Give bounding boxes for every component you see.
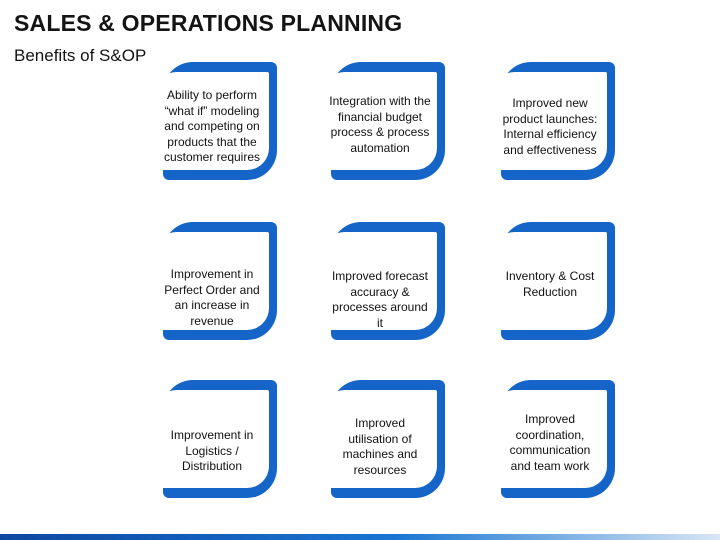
- card-face: Improved utilisation of machines and res…: [323, 390, 437, 488]
- benefit-card-product-launches: Improved new product launches: Internal …: [493, 62, 615, 180]
- benefit-card-financial-integration: Integration with the financial budget pr…: [323, 62, 445, 180]
- card-face: Improvement in Perfect Order and an incr…: [155, 232, 269, 330]
- card-label: Improvement in Perfect Order and an incr…: [164, 267, 260, 328]
- card-face: Improved coordination, communication and…: [493, 390, 607, 488]
- card-face: Improved forecast accuracy & processes a…: [323, 232, 437, 330]
- card-label: Improved coordination, communication and…: [509, 412, 591, 473]
- card-label: Improved forecast accuracy & processes a…: [331, 269, 429, 330]
- benefit-card-what-if-modeling: Ability to perform “what if” modeling an…: [155, 62, 277, 180]
- card-label: Improved utilisation of machines and res…: [342, 416, 418, 477]
- benefit-card-perfect-order: Improvement in Perfect Order and an incr…: [155, 222, 277, 340]
- card-label: Inventory & Cost Reduction: [505, 269, 595, 299]
- benefit-card-inventory-cost: Inventory & Cost Reduction: [493, 222, 615, 340]
- benefit-card-team-coordination: Improved coordination, communication and…: [493, 380, 615, 498]
- page-subtitle: Benefits of S&OP: [14, 46, 147, 65]
- card-face: Integration with the financial budget pr…: [323, 72, 437, 170]
- card-label: Improvement in Logistics / Distribution: [170, 428, 254, 473]
- card-label: Improved new product launches: Internal …: [502, 96, 598, 157]
- benefit-card-logistics: Improvement in Logistics / Distribution: [155, 380, 277, 498]
- card-face: Improvement in Logistics / Distribution: [155, 390, 269, 488]
- benefit-card-forecast-accuracy: Improved forecast accuracy & processes a…: [323, 222, 445, 340]
- page-title: SALES & OPERATIONS PLANNING: [14, 10, 403, 36]
- card-face: Inventory & Cost Reduction: [493, 232, 607, 330]
- card-label: Integration with the financial budget pr…: [329, 94, 431, 155]
- card-label: Ability to perform “what if” modeling an…: [163, 88, 261, 164]
- card-face: Ability to perform “what if” modeling an…: [155, 72, 269, 170]
- footer-accent-bar: [0, 534, 720, 540]
- benefit-card-resource-utilisation: Improved utilisation of machines and res…: [323, 380, 445, 498]
- card-face: Improved new product launches: Internal …: [493, 72, 607, 170]
